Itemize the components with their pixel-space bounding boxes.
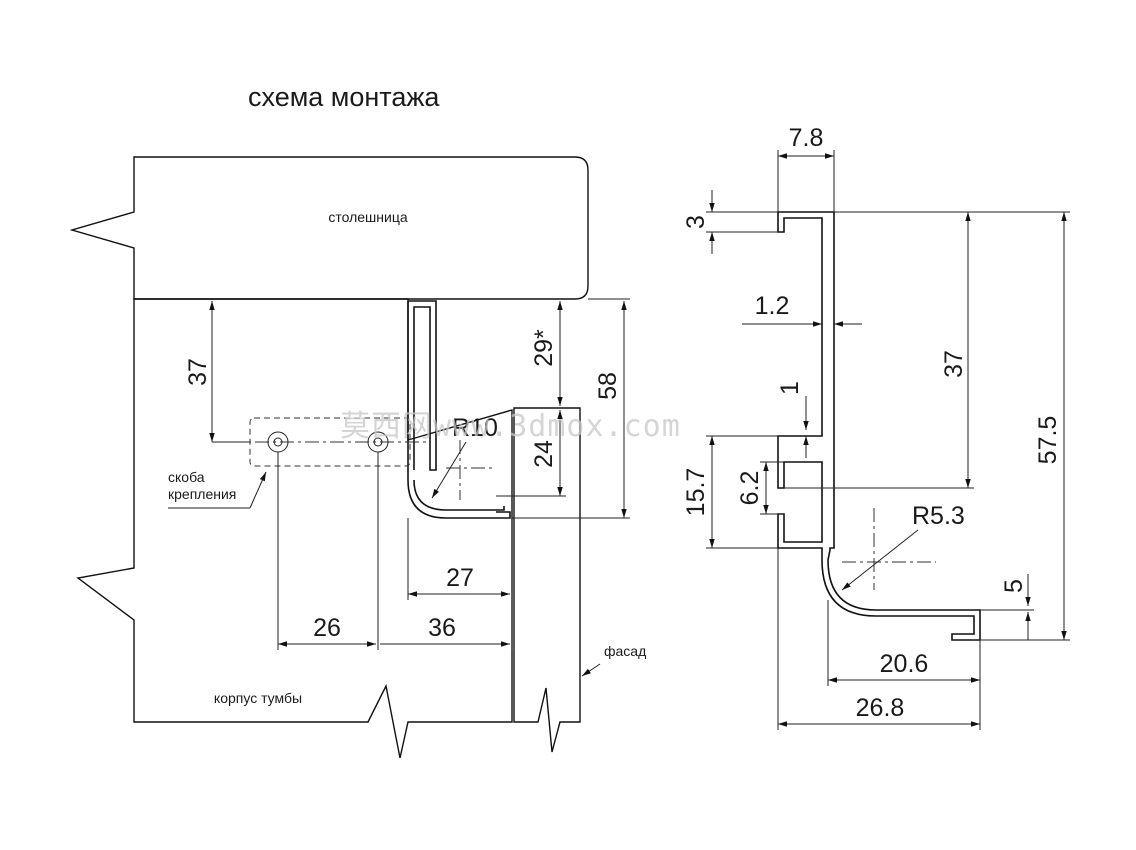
bracket-label-line2: крепления [168, 486, 236, 502]
svg-text:R10: R10 [452, 414, 498, 442]
svg-text:24: 24 [530, 440, 558, 468]
facade-panel: фасад [513, 407, 646, 753]
svg-text:37: 37 [940, 350, 968, 378]
bracket-label-line1: скоба [168, 469, 205, 485]
dim-57-5: 57.5 [980, 212, 1070, 641]
dim-36-label: 36 [428, 614, 456, 642]
dim-15-7: 15.7 [682, 435, 778, 549]
dim-26-36: 26 36 [277, 452, 510, 650]
mounting-diagram: схема монтажа столешница корпус тумбы фа… [69, 82, 646, 759]
dim-37-left: 37 [184, 301, 250, 443]
svg-text:57.5: 57.5 [1034, 416, 1062, 465]
profile-outline [777, 211, 981, 641]
dim-r5-3: R5.3 [841, 502, 965, 591]
svg-text:58: 58 [594, 372, 622, 400]
svg-text:27: 27 [446, 564, 474, 592]
svg-text:3: 3 [682, 215, 710, 229]
svg-text:R5.3: R5.3 [912, 502, 965, 530]
dim-20-6: 20.6 [827, 600, 981, 730]
dim-26-label: 26 [313, 614, 341, 642]
profile-section: 7.8 3 1.2 37 1 [682, 124, 1070, 730]
svg-text:1.2: 1.2 [755, 292, 790, 320]
dim-27: 27 [407, 518, 513, 650]
countertop: столешница [69, 156, 589, 300]
dim-1: 1 [776, 381, 809, 458]
facade-label: фасад [604, 643, 646, 659]
dim-6-2: 6.2 [736, 461, 784, 515]
dim-1-2: 1.2 [742, 292, 862, 327]
cabinet-label: корпус тумбы [214, 690, 302, 706]
dim-29: 29* [530, 298, 630, 406]
dim-24: 24 [496, 410, 566, 497]
svg-text:20.6: 20.6 [880, 650, 929, 678]
countertop-label: столешница [328, 209, 407, 225]
dim-37-right: 37 [784, 211, 1070, 489]
dim-7-8: 7.8 [777, 124, 835, 212]
svg-text:1: 1 [776, 381, 804, 395]
diagram-title: схема монтажа [248, 82, 440, 112]
dim-r10: R10 [431, 414, 498, 499]
svg-text:5: 5 [1000, 579, 1028, 593]
svg-text:26.8: 26.8 [856, 694, 905, 722]
profile-assembly [407, 300, 511, 519]
dim-3: 3 [682, 190, 778, 254]
mounting-bracket: скоба крепления [168, 417, 430, 509]
watermark: 莫西网www.3dmox.com [340, 409, 681, 444]
svg-text:29*: 29* [530, 329, 558, 367]
svg-text:7.8: 7.8 [789, 124, 824, 152]
svg-text:15.7: 15.7 [682, 468, 710, 517]
dim-58: 58 [512, 301, 630, 519]
dim-26-8: 26.8 [777, 548, 980, 730]
dim-5: 5 [980, 574, 1034, 640]
svg-text:37: 37 [184, 358, 212, 386]
svg-text:6.2: 6.2 [736, 471, 764, 506]
cabinet-body: корпус тумбы [76, 298, 513, 759]
